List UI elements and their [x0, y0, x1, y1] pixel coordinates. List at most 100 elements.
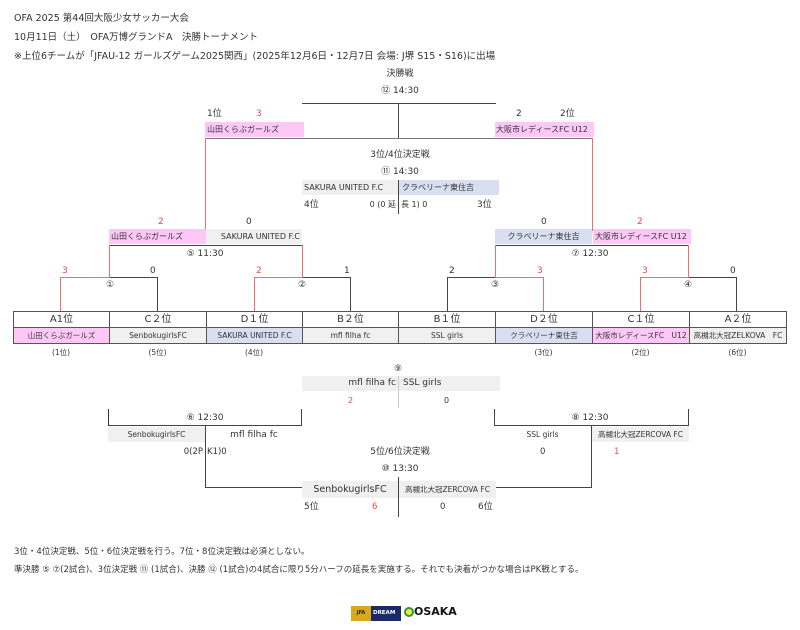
- final-left-score: 3: [256, 109, 262, 119]
- q4-right-hline: [689, 277, 737, 278]
- fifth-right-score: 0: [440, 502, 446, 512]
- match9-left-team: mfl filha fc: [302, 376, 398, 391]
- tournament-title: OFA 2025 第44回大阪少女サッカー大会: [14, 13, 189, 24]
- seed-team: 高槻北大冠ZELKOVA FC: [689, 327, 787, 344]
- semi1-right-score: 0: [246, 217, 252, 227]
- semi2-right-team: 大阪市レディースFC U12: [593, 229, 691, 244]
- q4-left-hline: [640, 277, 689, 278]
- seed-team: クラベリーナ東住吉: [495, 327, 593, 344]
- q2-left-score: 2: [256, 266, 262, 276]
- q3-left-score: 2: [449, 266, 455, 276]
- seed-team: 大阪市レディースFC U12: [592, 327, 690, 344]
- semi2-left-score: 0: [541, 217, 547, 227]
- match9-left-score: 2: [348, 396, 354, 405]
- final-right-score: 2: [516, 109, 522, 119]
- osaka-label: OSAKA: [414, 605, 457, 618]
- seed-team: SenbokugirlsFC: [109, 327, 207, 344]
- match8-left-vline: [494, 409, 495, 426]
- q3-right-score: 3: [537, 266, 543, 276]
- q1-right-vline: [157, 277, 158, 312]
- seed-slot: A２位: [689, 311, 787, 328]
- q2-right-score: 1: [344, 266, 350, 276]
- fifth-left-rank: 5位: [304, 502, 319, 512]
- semi2-bottom-line: [495, 245, 689, 246]
- third-score-right: 長 1) 0: [401, 200, 428, 209]
- match6-score-left: 0(2P: [183, 447, 203, 457]
- final-center-line: [398, 103, 399, 139]
- seed-final-rank: (3位): [534, 348, 553, 357]
- q2-right-vline: [350, 277, 351, 312]
- fifth-place-time: ⑩ 13:30: [381, 464, 419, 474]
- match8-center-line: [591, 426, 592, 488]
- match8-right-team: 高槻北大冠ZERCOVA FC: [592, 427, 689, 442]
- match6-left-team: SenbokugirlsFC: [108, 427, 205, 442]
- q3-label: ③: [490, 280, 500, 290]
- semi1-bottom-line: [109, 245, 303, 246]
- semi2-right-score: 2: [637, 217, 643, 227]
- seed-team: SSL girls: [398, 327, 496, 344]
- q2-label: ②: [297, 280, 307, 290]
- semi1-left-score: 2: [158, 217, 164, 227]
- fifth-place-label: 5位/6位決定戦: [370, 447, 430, 457]
- jfa-emblem-icon: JFA: [351, 606, 371, 621]
- match6-left-vline: [108, 409, 109, 426]
- qualification-note: ※上位6チームが「JFAU-12 ガールズゲーム2025関西」(2025年12月…: [14, 51, 496, 62]
- seed-slot: A1位: [13, 311, 110, 328]
- q4-right-score: 0: [730, 266, 736, 276]
- semi2-winner-line: [592, 138, 593, 231]
- q3-winner-line: [495, 245, 496, 277]
- match8-bottom-line: [494, 425, 689, 426]
- seed-slot: B２位: [302, 311, 399, 328]
- match6-center-line: [205, 426, 206, 488]
- seed-team: SAKURA UNITED F.C: [206, 327, 303, 344]
- final-left-rank: 1位: [207, 109, 222, 119]
- q1-left-score: 3: [62, 266, 68, 276]
- dream-label: DREAM: [373, 610, 396, 616]
- fifth-right-rank: 6位: [478, 502, 493, 512]
- q2-left-vline: [254, 277, 255, 312]
- seed-final-rank: (1位): [51, 348, 71, 357]
- match8-right-score: 1: [614, 447, 620, 457]
- fifth-right-team: 高槻北大冠ZERCOVA FC: [399, 481, 496, 498]
- third-left-team: SAKURA UNITED F.C: [302, 180, 400, 195]
- final-bottom-line: [205, 138, 593, 139]
- footer-note-2: 準決勝 ⑤ ⑦(2試合)、3位決定戦 ⑪ (1試合)、決勝 ⑫ (1試合)の4試…: [14, 565, 584, 575]
- footer-note-1: 3位・4位決定戦、5位・6位決定戦を行う。7位・8位決定戦は必須としない。: [14, 547, 310, 557]
- osaka-ball-icon: [404, 607, 414, 617]
- final-right-team: 大阪市レディースFC U12: [495, 122, 594, 137]
- q2-left-hline: [254, 277, 303, 278]
- seed-final-rank: (6位): [728, 348, 747, 357]
- match6-right-team: mfl filha fc: [230, 430, 278, 440]
- q2-right-hline: [303, 277, 351, 278]
- semi1-right-team: SAKURA UNITED F.C: [206, 229, 302, 244]
- match9-label: ⑨: [393, 364, 403, 374]
- q1-right-hline: [110, 277, 158, 278]
- q4-winner-line: [688, 245, 689, 277]
- q4-left-vline: [640, 277, 641, 312]
- match8-to-fifth-line: [495, 487, 592, 488]
- q3-right-hline: [495, 277, 544, 278]
- q2-winner-line: [302, 245, 303, 277]
- seed-slot: C２位: [109, 311, 207, 328]
- third-right-team: クラベリーナ東住吉: [399, 180, 499, 195]
- final-time: ⑫ 14:30: [381, 86, 419, 96]
- match8-left-team: SSL girls: [526, 430, 559, 439]
- q4-right-vline: [736, 277, 737, 312]
- match6-right-vline: [301, 409, 302, 426]
- seed-slot: B１位: [398, 311, 496, 328]
- seed-team: mfl filha fc: [302, 327, 399, 344]
- match9-right-team: SSL girls: [399, 376, 500, 391]
- match8-right-vline: [688, 409, 689, 426]
- third-center-line: [398, 180, 399, 214]
- seed-slot: D２位: [495, 311, 593, 328]
- match6-time: ⑥ 12:30: [186, 413, 224, 423]
- final-label: 決勝戦: [386, 69, 414, 79]
- match8-left-score: 0: [540, 447, 546, 457]
- tournament-subtitle: 10月11日（土） OFA万博グランドA 決勝トーナメント: [14, 32, 258, 43]
- semi1-winner-line: [205, 138, 206, 231]
- q4-left-score: 3: [642, 266, 648, 276]
- fifth-left-score: 6: [372, 502, 378, 512]
- third-left-rank: 4位: [304, 200, 319, 210]
- q1-label: ①: [105, 280, 115, 290]
- semi1-time: ⑤ 11:30: [186, 249, 224, 259]
